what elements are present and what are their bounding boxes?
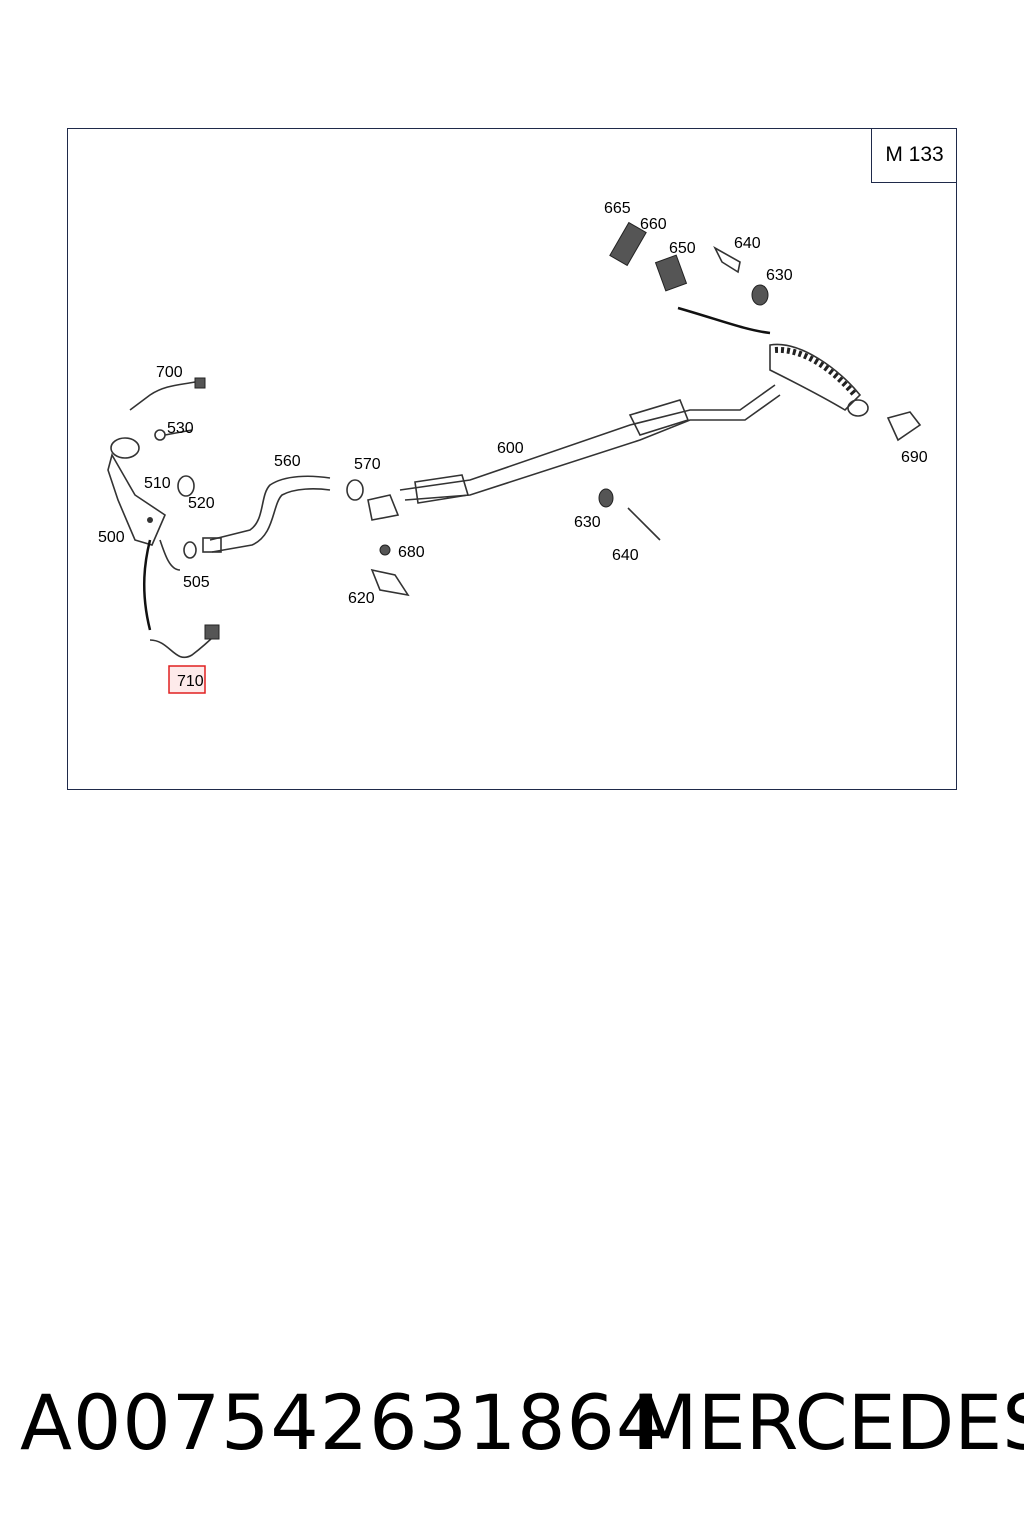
brand-name: MERCEDES [632, 1378, 1024, 1467]
callout-680: 680 [398, 544, 425, 561]
callout-665: 665 [604, 200, 631, 217]
o2-sensor-700 [129, 377, 206, 411]
callout-630-top: 630 [766, 267, 793, 284]
callout-660: 660 [640, 216, 667, 233]
highlighted-callout: 710 [168, 665, 206, 694]
callout-530: 530 [167, 420, 194, 437]
callout-650: 650 [669, 240, 696, 257]
front-pipe [183, 475, 331, 559]
callout-710: 710 [177, 673, 204, 690]
callout-505: 505 [183, 574, 210, 591]
rear-muffler [769, 343, 869, 417]
middle-pipe [399, 384, 781, 504]
callout-690: 690 [901, 449, 928, 466]
small-parts [154, 221, 922, 597]
callout-500: 500 [98, 529, 125, 546]
callout-640-bottom: 640 [612, 547, 639, 564]
callout-labels: 665 660 650 640 630 700 530 510 520 500 … [98, 200, 928, 607]
part-number: A007542631864 [20, 1378, 666, 1467]
exhaust-diagram: 665 660 650 640 630 700 530 510 520 500 … [98, 200, 928, 694]
diagram-frame [67, 128, 957, 790]
callout-520: 520 [188, 495, 215, 512]
callout-600: 600 [497, 440, 524, 457]
callout-570: 570 [354, 456, 381, 473]
callout-620: 620 [348, 590, 375, 607]
callout-560: 560 [274, 453, 301, 470]
callout-510: 510 [144, 475, 171, 492]
callout-700: 700 [156, 364, 183, 381]
engine-code-box: M 133 [871, 128, 957, 183]
o2-sensor-710 [142, 539, 220, 658]
engine-code: M 133 [885, 143, 944, 166]
catalytic-converter [107, 437, 181, 571]
callout-630-bottom: 630 [574, 514, 601, 531]
callout-640-top: 640 [734, 235, 761, 252]
